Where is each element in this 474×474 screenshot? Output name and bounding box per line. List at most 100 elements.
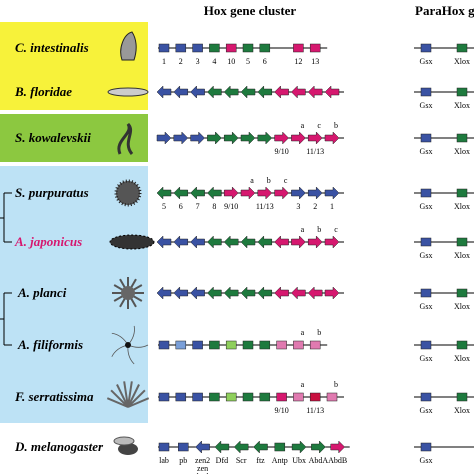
gene-arrow-right xyxy=(257,186,273,200)
gene-arrow-left xyxy=(240,286,256,300)
gene-label: 11/13 xyxy=(256,202,274,211)
gene-arrow-right xyxy=(173,131,189,145)
parahox-header: ParaHox gen xyxy=(415,3,474,18)
gene-arrow-right xyxy=(307,131,323,145)
gene-label: 5 xyxy=(162,202,166,211)
gene-box xyxy=(242,43,254,53)
parahox-gene-box xyxy=(420,188,432,198)
gene-arrow-left xyxy=(190,85,205,99)
gene-arrow-left xyxy=(274,286,289,300)
gene-label: AbdA xyxy=(309,456,329,465)
gene-box xyxy=(158,442,170,452)
parahox-gene-label: Xlox xyxy=(454,354,470,363)
gene-label: 12 xyxy=(294,57,302,66)
parahox-gene-label: Xlox xyxy=(454,302,470,311)
gene-arrow-left xyxy=(240,235,256,249)
parahox-gene-box xyxy=(420,237,432,247)
gene-arrow-right xyxy=(223,186,239,200)
gene-box xyxy=(293,340,304,350)
parahox-gene-label: Gsx xyxy=(420,354,433,363)
gene-box xyxy=(242,340,254,350)
paralog-label: c xyxy=(334,225,338,234)
gene-label: 5 xyxy=(246,57,250,66)
paralog-label: b xyxy=(334,380,338,389)
parahox-gene-box xyxy=(456,43,468,53)
parahox-gene-label: Gsx xyxy=(420,101,433,110)
gene-box xyxy=(158,392,170,402)
feather-star-icon xyxy=(106,381,150,408)
gene-box xyxy=(225,340,237,350)
gene-label: Ubx xyxy=(292,456,306,465)
gene-box xyxy=(158,340,170,350)
gene-box xyxy=(192,340,203,350)
paralog-label: b xyxy=(267,176,271,185)
gene-label: 10 xyxy=(227,57,235,66)
parahox-gene-box xyxy=(456,87,468,97)
paralog-label: c xyxy=(317,121,321,130)
species-label: S. kowalevskii xyxy=(15,130,91,145)
gene-arrow-left xyxy=(195,440,210,454)
paralog-label: a xyxy=(301,380,305,389)
gene-box xyxy=(276,340,287,350)
parahox-gene-label: Gsx xyxy=(420,251,433,260)
gene-arrow-left xyxy=(257,286,273,300)
parahox-gene-label: Xlox xyxy=(454,147,470,156)
gene-box xyxy=(326,392,338,402)
gene-box xyxy=(309,43,321,53)
parahox-gene-box xyxy=(420,133,432,143)
species-label: F. serratissima xyxy=(14,389,94,404)
gene-arrow-right xyxy=(324,286,340,300)
gene-arrow-left xyxy=(324,85,340,99)
gene-box xyxy=(274,442,286,452)
gene-label: 9/10 xyxy=(274,406,288,415)
gene-box xyxy=(192,392,203,402)
gene-box xyxy=(209,392,220,402)
gene-arrow-right xyxy=(324,186,340,200)
parahox-gene-box xyxy=(456,237,468,247)
gene-arrow-right xyxy=(240,186,256,200)
parahox-gene-label: Gsx xyxy=(420,406,433,415)
gene-arrow-right xyxy=(274,186,289,200)
species-label: A. filiformis xyxy=(17,337,83,352)
paralog-label: c xyxy=(284,176,288,185)
gene-label: AbdB xyxy=(328,456,347,465)
gene-arrow-right xyxy=(291,131,306,145)
gene-label: 7 xyxy=(196,202,200,211)
parahox-gene-label: Xlox xyxy=(454,251,470,260)
gene-arrow-left xyxy=(307,85,323,99)
ascidian-icon xyxy=(120,31,137,61)
parahox-gene-box xyxy=(456,340,468,350)
gene-box xyxy=(309,340,321,350)
gene-label: ftz xyxy=(256,456,265,465)
gene-arrow-right xyxy=(307,235,323,249)
gene-box xyxy=(175,392,187,402)
parahox-gene-box xyxy=(456,288,468,298)
gene-arrow-left xyxy=(257,235,273,249)
gene-arrow-right xyxy=(274,131,289,145)
gene-arrow-left xyxy=(207,186,222,200)
parahox-gene-label: Gsx xyxy=(420,456,433,465)
gene-box xyxy=(178,442,189,452)
gene-box xyxy=(293,43,304,53)
gene-label: 2 xyxy=(313,202,317,211)
parahox-gene-label: Gsx xyxy=(420,202,433,211)
paralog-label: b xyxy=(317,225,321,234)
gene-box xyxy=(158,43,170,53)
gene-box xyxy=(293,392,304,402)
gene-label: 8 xyxy=(212,202,216,211)
gene-label: 11/13 xyxy=(306,147,324,156)
paralog-label: a xyxy=(250,176,254,185)
parahox-gene-box xyxy=(456,392,468,402)
gene-arrow-right xyxy=(240,131,256,145)
gene-arrow-left xyxy=(223,286,239,300)
parahox-gene-label: Xlox xyxy=(454,202,470,211)
gene-label: 3 xyxy=(196,57,200,66)
gene-arrow-left xyxy=(173,85,189,99)
gene-arrow-left xyxy=(173,186,189,200)
gene-arrow-left xyxy=(253,440,268,454)
brittle-star-icon xyxy=(111,325,149,365)
gene-arrow-left xyxy=(240,85,256,99)
gene-label: 13 xyxy=(311,57,319,66)
fruit-fly-icon xyxy=(113,436,138,455)
gene-box xyxy=(259,340,271,350)
